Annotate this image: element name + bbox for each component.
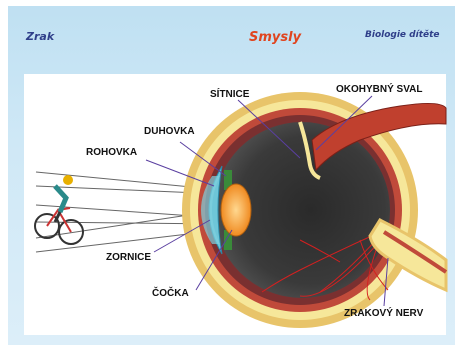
- label-zrakovy-nerv: ZRAKOVÝ NERV: [344, 306, 424, 319]
- label-duhovka: DUHOVKA: [144, 126, 195, 137]
- label-rohovka: ROHOVKA: [86, 147, 137, 158]
- label-sitnice: SÍTNICE: [210, 87, 250, 100]
- cyclist-illustration: [35, 175, 83, 244]
- label-zornice: ZORNICE: [106, 252, 151, 263]
- label-cocka: ČOČKA: [152, 286, 189, 299]
- label-okohybny-sval: OKOHYBNÝ SVAL: [336, 82, 423, 95]
